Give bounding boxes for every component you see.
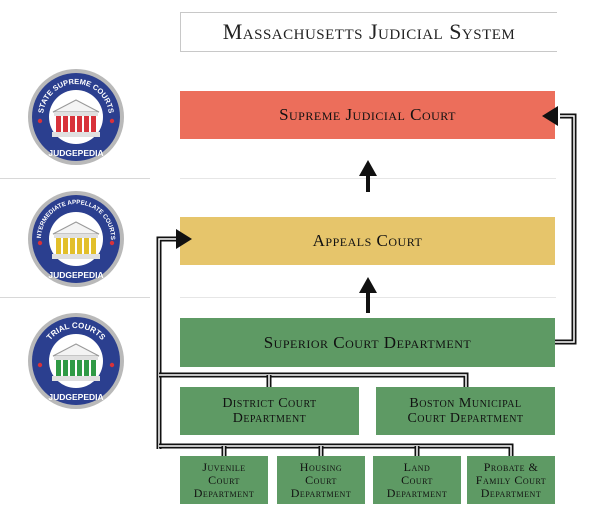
badge-column xyxy=(70,238,75,254)
page-title: Massachusetts Judicial System xyxy=(180,12,557,52)
box-label-line: District Court xyxy=(222,396,317,411)
box-label-line: Boston Municipal xyxy=(409,396,522,411)
badge-column xyxy=(77,360,82,376)
badge-column xyxy=(63,116,68,132)
up-arrow-icon xyxy=(359,160,377,192)
box-label-line: Court xyxy=(305,472,337,487)
badge-column xyxy=(70,360,75,376)
box-label-line: Juvenile xyxy=(202,459,246,474)
box-label-line: Department xyxy=(232,411,307,426)
juvenile-court-department-box: Juvenile Court Department xyxy=(180,456,268,504)
badge-column xyxy=(91,116,96,132)
probate-family-court-department-box: Probate & Family Court Department xyxy=(467,456,555,504)
badge-column xyxy=(56,238,61,254)
box-label-line: Housing xyxy=(299,459,343,474)
box-label-line: Court xyxy=(208,472,240,487)
superior-to-supreme-arrow xyxy=(555,113,577,345)
land-court-department-box: Land Court Department xyxy=(373,456,461,504)
trial-courts-badge-icon: TRIAL COURTS JUDGEPEDIA xyxy=(27,312,125,410)
badge-column xyxy=(70,116,75,132)
badge-column xyxy=(77,238,82,254)
state-supreme-courts-badge-icon: STATE SUPREME COURTS JUDGEPEDIA xyxy=(27,68,125,166)
box-label-line: Department xyxy=(386,485,448,500)
supreme-judicial-court-box: Supreme Judicial Court xyxy=(180,91,555,139)
box-label-line: Land xyxy=(403,459,431,474)
box-label-line: Court Department xyxy=(407,411,524,426)
badge-column xyxy=(56,360,61,376)
badge-column xyxy=(84,360,89,376)
badge-column xyxy=(91,360,96,376)
housing-court-department-box: Housing Court Department xyxy=(277,456,365,504)
badge-column xyxy=(91,238,96,254)
superior-court-department-box: Superior Court Department xyxy=(180,318,555,367)
tier-separator xyxy=(0,178,150,179)
box-label-line: Court xyxy=(401,472,433,487)
box-label-line: Department xyxy=(193,485,255,500)
box-label-line: Probate & xyxy=(483,459,539,474)
tier-separator xyxy=(0,297,150,298)
up-arrow-icon xyxy=(359,277,377,313)
badge-column xyxy=(84,238,89,254)
district-court-department-box: District Court Department xyxy=(180,387,359,435)
badge-column xyxy=(77,116,82,132)
right-arrow-icon xyxy=(176,229,192,249)
boston-municipal-court-department-box: Boston Municipal Court Department xyxy=(376,387,555,435)
appeals-court-box: Appeals Court xyxy=(180,217,555,265)
badge-column xyxy=(63,360,68,376)
left-arrow-icon xyxy=(542,106,558,126)
box-label-line: Department xyxy=(290,485,352,500)
badge-bottom-label: JUDGEPEDIA xyxy=(48,148,103,158)
badge-column xyxy=(56,116,61,132)
badge-column xyxy=(63,238,68,254)
box-label-line: Family Court xyxy=(475,472,547,487)
box-label-line: Department xyxy=(480,485,542,500)
badge-bottom-label: JUDGEPEDIA xyxy=(48,270,103,280)
badge-column xyxy=(84,116,89,132)
intermediate-appellate-courts-badge-icon: INTERMEDIATE APPELLATE COURTS JUDGEPEDIA xyxy=(26,185,125,288)
trial-to-appeals-arrow xyxy=(156,236,176,449)
badge-bottom-label: JUDGEPEDIA xyxy=(48,392,103,402)
